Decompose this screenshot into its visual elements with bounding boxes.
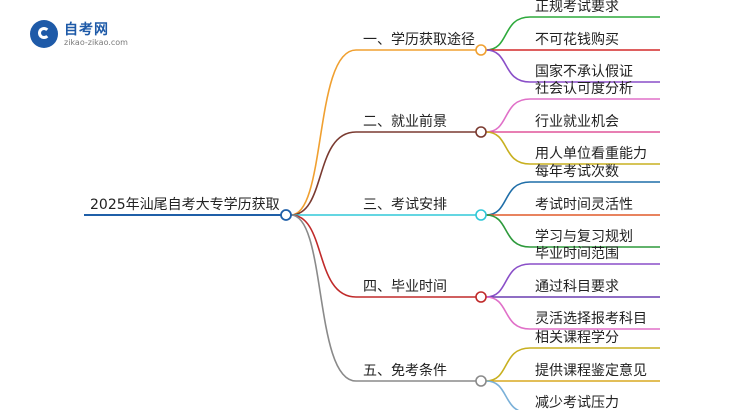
child-label[interactable]: 社会认可度分析	[535, 81, 633, 97]
child-connector	[485, 214, 531, 248]
child-label[interactable]: 通过科目要求	[535, 279, 619, 295]
root-label[interactable]: 2025年汕尾自考大专学历获取	[90, 197, 280, 213]
child-connector	[485, 380, 520, 410]
child-connector	[485, 296, 531, 330]
child-label[interactable]: 相关课程学分	[535, 330, 619, 346]
child-label[interactable]: 国家不承认假证	[535, 63, 633, 80]
child-label[interactable]: 不可花钱购买	[535, 32, 619, 48]
child-label[interactable]: 学习与复习规划	[535, 228, 633, 245]
child-label[interactable]: 考试时间灵活性	[535, 197, 633, 213]
branch-connector	[290, 214, 357, 382]
child-label[interactable]: 正规考试要求	[535, 0, 619, 15]
child-connector	[485, 131, 531, 165]
branch-connector	[290, 214, 357, 298]
child-label[interactable]: 毕业时间范围	[535, 245, 619, 262]
branch-label[interactable]: 一、学历获取途径	[363, 31, 475, 48]
child-label[interactable]: 减少考试压力	[535, 395, 619, 410]
logo-name: 自考网	[64, 22, 109, 38]
child-connector	[485, 49, 531, 83]
child-connector	[485, 16, 531, 51]
child-label[interactable]: 行业就业机会	[535, 114, 619, 130]
child-connector	[485, 98, 531, 133]
branch-node[interactable]	[475, 375, 487, 387]
branch-connector	[290, 131, 357, 216]
branch-connector	[290, 49, 357, 216]
child-label[interactable]: 提供课程鉴定意见	[535, 362, 647, 379]
site-logo[interactable]: 自考网 zikao-zikao.com	[30, 18, 160, 52]
child-label[interactable]: 每年考试次数	[535, 164, 619, 180]
logo-url: zikao-zikao.com	[64, 38, 128, 47]
child-connector	[485, 181, 531, 216]
child-connector	[485, 347, 531, 382]
branch-node[interactable]	[475, 291, 487, 303]
child-label[interactable]: 灵活选择报考科目	[535, 311, 647, 327]
root-node[interactable]	[280, 209, 292, 221]
child-label[interactable]: 用人单位看重能力	[535, 146, 647, 162]
branch-node[interactable]	[475, 44, 487, 56]
branch-label[interactable]: 五、免考条件	[363, 362, 447, 379]
logo-badge-icon	[30, 20, 58, 48]
branch-node[interactable]	[475, 209, 487, 221]
branch-node[interactable]	[475, 126, 487, 138]
branch-label[interactable]: 三、考试安排	[363, 197, 447, 213]
branch-label[interactable]: 二、就业前景	[363, 113, 447, 130]
child-connector	[485, 263, 531, 298]
branch-label[interactable]: 四、毕业时间	[363, 279, 447, 295]
